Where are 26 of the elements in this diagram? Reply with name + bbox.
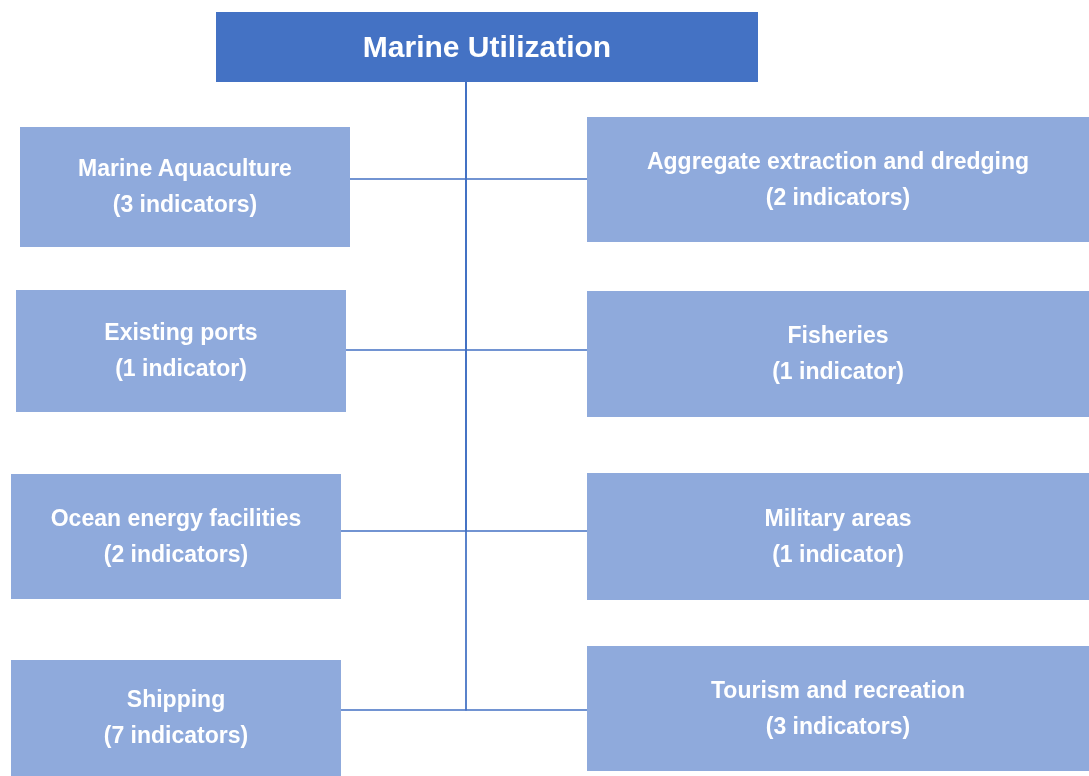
category-box — [587, 473, 1089, 600]
indicator-count: (2 indicators) — [765, 182, 911, 212]
category-box — [587, 291, 1089, 417]
indicator-count: (2 indicators) — [103, 539, 249, 569]
box-heading: Military areas — [764, 503, 912, 533]
category-box — [587, 646, 1089, 771]
category-box — [11, 474, 341, 599]
box-heading: Marine Aquaculture — [78, 154, 292, 184]
category-box — [587, 117, 1089, 242]
box-heading: Fisheries — [787, 321, 889, 351]
indicator-count: (7 indicators) — [103, 721, 249, 750]
indicator-count: (1 indicator) — [115, 354, 247, 383]
box-heading: Ocean energy facilities — [50, 503, 302, 533]
category-box — [11, 660, 341, 776]
indicator-count: (3 indicators) — [112, 190, 258, 219]
box-heading: Aggregate extraction and dredging — [646, 146, 1030, 176]
category-box — [20, 127, 350, 247]
title-box — [216, 12, 758, 82]
box-heading: Shipping — [126, 685, 226, 715]
box-heading: Marine Utilization — [362, 29, 612, 65]
indicator-count: (3 indicators) — [765, 711, 911, 741]
indicator-count: (1 indicator) — [772, 357, 904, 386]
box-heading: Tourism and recreation — [711, 675, 965, 705]
box-heading: Existing ports — [104, 318, 258, 348]
category-box — [16, 290, 346, 412]
indicator-count: (1 indicator) — [772, 539, 904, 569]
